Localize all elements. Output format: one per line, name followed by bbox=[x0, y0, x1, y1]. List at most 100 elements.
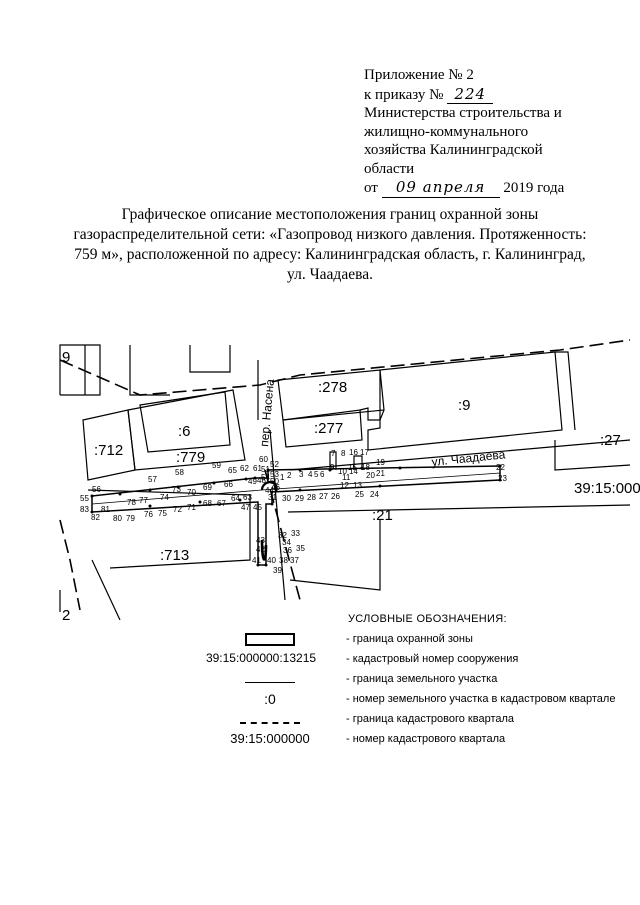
legend-text: - граница охранной зоны bbox=[346, 633, 473, 645]
point-number: 6 bbox=[320, 470, 325, 479]
legend-text: - номер кадастрового квартала bbox=[346, 733, 506, 745]
point-number: 23 bbox=[498, 474, 507, 483]
legend-symbol: 39:15:000000:13215 bbox=[205, 651, 317, 665]
point-number: 50 bbox=[270, 477, 279, 486]
point-number: 65 bbox=[228, 466, 237, 475]
point-number: 11 bbox=[342, 473, 351, 482]
legend-item: - граница охранной зоны bbox=[200, 631, 640, 649]
point-number: 27 bbox=[319, 492, 328, 501]
parcel-label: :712 bbox=[94, 442, 123, 459]
point-number: 49 bbox=[248, 477, 257, 486]
point-number: 3 bbox=[299, 470, 304, 479]
point-number: 37 bbox=[290, 556, 299, 565]
point-number: 72 bbox=[173, 505, 182, 514]
point-number: 34 bbox=[282, 538, 291, 547]
cadastral-map: 9 :278 :9 :277 :712 :6 :779 :27 :21 :713… bbox=[59, 339, 640, 620]
point-number: 5 bbox=[314, 470, 319, 479]
legend-text: - кадастровый номер сооружения bbox=[346, 653, 519, 665]
document-title: Графическое описание местоположения гран… bbox=[40, 205, 620, 285]
parcel-label: :277 bbox=[314, 420, 343, 437]
point-number: 52 bbox=[270, 460, 279, 469]
appendix-date-line: от 09 апреля 2019 года bbox=[364, 178, 564, 198]
point-number: 82 bbox=[91, 513, 100, 522]
turning-point-numbers: 1 2 3 4 5 6 7 8 9 10 11 12 13 14 15 16 1… bbox=[80, 448, 507, 575]
point-number: 19 bbox=[376, 458, 385, 467]
parcel-label: :779 bbox=[176, 449, 205, 466]
appendix-line: Министерства строительства и bbox=[364, 105, 562, 121]
title-line: 759 м», расположенной по адресу: Калинин… bbox=[74, 246, 586, 263]
appendix-order-line: к приказу № 224 bbox=[364, 85, 564, 104]
point-number: 63 bbox=[243, 493, 252, 502]
parcel-boundary-swatch bbox=[200, 671, 340, 685]
appendix-header: Приложение № 2 к приказу № 224 Министерс… bbox=[364, 66, 564, 198]
quarter-boundary-swatch bbox=[200, 711, 340, 725]
point-number: 48 bbox=[257, 476, 266, 485]
point-number: 60 bbox=[259, 455, 268, 464]
point-number: 74 bbox=[160, 493, 169, 502]
point-number: 29 bbox=[295, 494, 304, 503]
point-number: 79 bbox=[126, 514, 135, 523]
point-number: 56 bbox=[92, 485, 101, 494]
point-number: 33 bbox=[291, 529, 300, 538]
point-number: 61 bbox=[253, 464, 262, 473]
order-prefix: к приказу № bbox=[364, 86, 444, 103]
point-number: 43 bbox=[256, 536, 265, 545]
point-number: 9 bbox=[330, 463, 335, 472]
point-number: 22 bbox=[496, 463, 505, 472]
point-number: 57 bbox=[148, 475, 157, 484]
quarter-label: 39:15:000 bbox=[574, 480, 640, 497]
point-number: 75 bbox=[158, 509, 167, 518]
appendix-line: области bbox=[364, 160, 415, 177]
point-number: 17 bbox=[360, 448, 369, 457]
point-number: 18 bbox=[361, 463, 370, 472]
point-number: 20 bbox=[366, 471, 375, 480]
appendix-line: Приложение № 2 bbox=[364, 67, 474, 83]
title-line: газораспределительной сети: «Газопровод … bbox=[73, 226, 587, 243]
parcel-label: :9 bbox=[458, 397, 471, 414]
legend-text: - граница земельного участка bbox=[346, 673, 498, 685]
order-number-handwritten: 224 bbox=[447, 85, 494, 104]
turning-point-dots bbox=[90, 464, 502, 567]
parcel-label: :278 bbox=[318, 379, 347, 396]
title-line: ул. Чаадаева. bbox=[287, 266, 373, 283]
point-number: 14 bbox=[349, 467, 358, 476]
land-parcel-boundaries bbox=[59, 344, 631, 620]
legend-symbol: :0 bbox=[264, 691, 276, 707]
cadastral-quarter-boundary bbox=[59, 339, 631, 611]
parcel-label: :6 bbox=[178, 423, 191, 440]
point-number: 62 bbox=[240, 464, 249, 473]
legend-heading: УСЛОВНЫЕ ОБОЗНАЧЕНИЯ: bbox=[348, 613, 507, 625]
point-number: 8 bbox=[341, 449, 346, 458]
parcel-label: 2 bbox=[62, 607, 70, 620]
point-number: 42 bbox=[256, 545, 265, 554]
point-number: 21 bbox=[376, 469, 385, 478]
parcel-label: :713 bbox=[160, 547, 189, 564]
point-number: 32 bbox=[278, 531, 287, 540]
point-number: 26 bbox=[331, 492, 340, 501]
point-number: 4 bbox=[308, 470, 313, 479]
point-number: 51 bbox=[261, 465, 270, 474]
point-number: 12 bbox=[340, 481, 349, 490]
appendix-line: хозяйства Калининградской bbox=[364, 142, 543, 158]
point-number: 31 bbox=[268, 493, 277, 502]
point-number: 46 bbox=[271, 483, 280, 492]
point-number: 76 bbox=[144, 510, 153, 519]
point-number: 64 bbox=[231, 494, 240, 503]
point-number: 70 bbox=[187, 488, 196, 497]
point-number: 54 bbox=[261, 473, 270, 482]
date-handwritten: 09 апреля bbox=[381, 178, 500, 198]
point-number: 38 bbox=[279, 556, 288, 565]
point-number: 15 bbox=[348, 463, 357, 472]
point-number: 73 bbox=[172, 485, 181, 494]
point-number: 78 bbox=[127, 498, 136, 507]
street-label-nasena: пер. Насена bbox=[257, 378, 277, 447]
point-number: 16 bbox=[349, 448, 358, 457]
legend-symbol: 39:15:000000 bbox=[230, 731, 310, 746]
point-number: 55 bbox=[80, 494, 89, 503]
appendix-line: жилищно-коммунального bbox=[364, 123, 529, 140]
point-number: 41 bbox=[252, 556, 261, 565]
point-number: 30 bbox=[282, 494, 291, 503]
point-number: 71 bbox=[187, 503, 196, 512]
point-number: 28 bbox=[307, 493, 316, 502]
point-number: 7 bbox=[331, 449, 336, 458]
